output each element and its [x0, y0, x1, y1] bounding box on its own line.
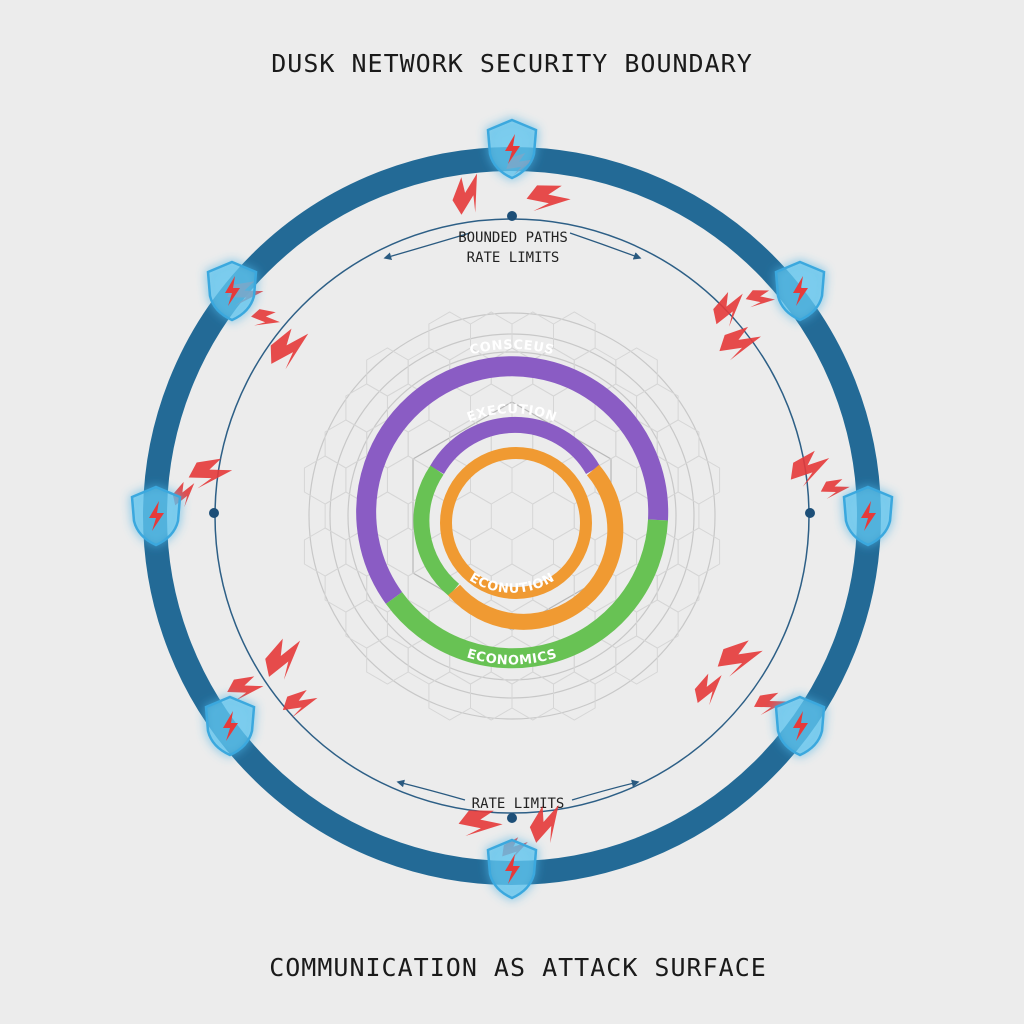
lightning-bolt-icon — [529, 805, 559, 844]
lightning-bolt-icon — [526, 185, 571, 211]
hex-cell — [532, 491, 575, 541]
node-bottom — [507, 813, 517, 823]
lightning-bolt-icon — [505, 134, 520, 164]
hex-cell — [511, 527, 554, 577]
lightning-bolt-icon — [265, 638, 301, 680]
hex-cell — [656, 563, 700, 613]
hex-cell — [656, 419, 700, 469]
lightning-bolt-icon — [694, 673, 722, 706]
lightning-bolt-icon — [754, 692, 787, 715]
core-rings — [356, 356, 669, 669]
lightning-bolt-icon — [719, 326, 761, 361]
shield-icon — [842, 485, 894, 547]
hex-cell — [615, 635, 658, 685]
consensus-label: CONSCEUS — [468, 338, 556, 359]
shield-icon — [204, 695, 256, 757]
lightning-bolt-icon — [793, 276, 808, 306]
lightning-bolt-icon — [452, 173, 477, 215]
economics-label: ECONOMICS — [465, 647, 559, 669]
node-top — [507, 211, 517, 221]
inner-orange-ring — [440, 447, 592, 599]
lightning-bolt-icon — [225, 276, 240, 306]
lightning-bolt-icon — [251, 309, 280, 326]
node-left — [209, 508, 219, 518]
security-boundary-ring — [143, 147, 881, 885]
econution-ring — [447, 464, 624, 630]
shield-icon — [774, 695, 826, 757]
rate-limits-bottom-label: RATE LIMITS — [472, 796, 565, 812]
diagram-subtitle: COMMUNICATION AS ATTACK SURFACE — [269, 953, 767, 982]
double-arrow-icon — [571, 779, 640, 801]
double-arrow-icon — [396, 779, 466, 801]
inner-economics-arc — [413, 465, 460, 597]
lightning-bolt-icon — [717, 640, 763, 677]
boundary-shields — [130, 118, 894, 900]
lightning-bolt-icon — [282, 689, 318, 718]
double-arrow-icon — [383, 232, 471, 261]
hex-cell — [324, 419, 368, 469]
lightning-bolt-icon — [188, 458, 233, 489]
lightning-bolt-icon — [505, 854, 520, 884]
bounded-paths-label: BOUNDED PATHS — [458, 230, 568, 246]
execution-arc — [430, 416, 600, 475]
lightning-bolt-icon — [270, 328, 309, 370]
diagram-title: DUSK NETWORK SECURITY BOUNDARY — [271, 49, 753, 78]
hex-cell — [303, 455, 347, 505]
hex-cell — [303, 527, 347, 577]
lightning-bolt-icon — [861, 501, 876, 531]
shield-icon — [206, 260, 258, 322]
lightning-bolt-icon — [227, 676, 264, 702]
economics-ring — [385, 519, 668, 669]
lightning-bolt-icon — [793, 711, 808, 741]
shield-icon — [130, 485, 182, 547]
lightning-bolt-icon — [223, 711, 238, 741]
shield-icon — [486, 118, 538, 180]
lightning-bolt-icon — [820, 479, 850, 499]
lightning-bolt-icon — [713, 291, 743, 327]
lightning-bolt-icon — [790, 450, 830, 487]
hex-cell — [677, 455, 721, 505]
shield-icon — [774, 260, 826, 322]
lightning-bolt-icon — [458, 810, 503, 836]
lightning-bolt-icon — [745, 290, 776, 308]
node-right — [805, 508, 815, 518]
hex-cell — [553, 671, 596, 721]
shield-icon — [486, 838, 538, 900]
consensus-ring — [356, 356, 669, 604]
rate-limits-top-label: RATE LIMITS — [467, 250, 560, 266]
bounded-paths-arrows — [383, 232, 642, 801]
hex-cell — [324, 563, 368, 613]
double-arrow-icon — [569, 232, 642, 260]
hex-cell — [470, 527, 513, 577]
lightning-bolt-icon — [149, 501, 164, 531]
hex-cell — [677, 527, 721, 577]
